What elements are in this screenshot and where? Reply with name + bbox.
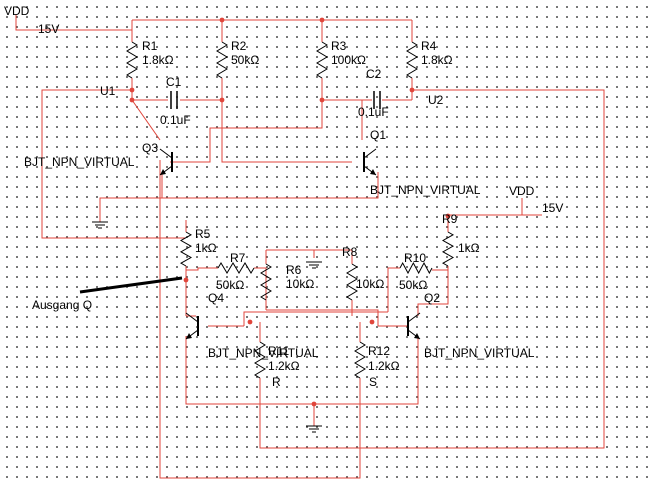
r1-value: 1.8kΩ	[142, 53, 174, 67]
resistor-r9	[441, 231, 455, 267]
r2-value: 50kΩ	[231, 53, 259, 67]
junction-dot	[247, 319, 253, 325]
r6-value: 10kΩ	[286, 277, 314, 291]
junction-dot	[129, 97, 135, 103]
q4-model: BJT_NPN_VIRTUAL	[208, 346, 319, 360]
r8-value: 10kΩ	[356, 277, 384, 291]
resistor-r10	[399, 261, 433, 275]
r6-ref: R6	[286, 263, 302, 277]
wire	[186, 267, 218, 271]
junction-dot	[183, 277, 189, 283]
transistor-q2	[407, 312, 421, 323]
wire	[99, 197, 162, 222]
r11-value: 1.2kΩ	[268, 359, 300, 373]
q1-model: BJT_NPN_VIRTUAL	[370, 183, 481, 197]
junction-dot	[219, 97, 225, 103]
r9-ref: R9	[442, 212, 458, 226]
junction-dot	[409, 87, 415, 93]
resistor-r6	[260, 263, 272, 301]
r3-value: 100kΩ	[331, 53, 366, 67]
junction-dot	[369, 319, 375, 325]
vdd-right-voltage: 15V	[542, 201, 563, 215]
wires	[15, 15, 605, 479]
wire	[432, 266, 449, 271]
q2-model: BJT_NPN_VIRTUAL	[424, 346, 535, 360]
transistor-q4	[186, 333, 192, 339]
junction-dot	[445, 213, 451, 219]
r12-value: 1.2kΩ	[368, 359, 400, 373]
q2-ref: Q2	[424, 291, 440, 305]
q1-ref: Q1	[370, 128, 386, 142]
r7-ref: R7	[230, 251, 246, 265]
r11-ref: R11	[268, 344, 289, 358]
transistor-q2	[414, 333, 420, 339]
transistor-q1	[370, 169, 376, 175]
wire	[170, 78, 323, 163]
vdd-top-wire	[15, 15, 38, 31]
transistor-q1	[363, 148, 377, 159]
resistor-r1	[126, 41, 138, 79]
output-q-label: Ausgang Q	[32, 298, 92, 312]
c1-ref: C1	[166, 75, 182, 89]
net-label-u2: U2	[428, 93, 444, 107]
r4-value: 1.8kΩ	[421, 53, 453, 67]
input-s-label: S	[369, 375, 377, 389]
components	[79, 41, 455, 433]
u1-feedback	[41, 89, 186, 239]
r4-ref: R4	[421, 39, 437, 53]
r8-ref: R8	[342, 245, 358, 259]
wire	[521, 198, 542, 216]
wire	[266, 249, 315, 258]
net-label-u1: U1	[100, 84, 116, 98]
q3-ref: Q3	[142, 141, 158, 155]
transistor-q3	[160, 169, 166, 175]
wire	[159, 160, 361, 479]
resistor-r4	[406, 41, 418, 79]
wire	[254, 267, 267, 310]
resistor-r12	[354, 341, 366, 379]
wire	[387, 267, 400, 312]
junction-dot	[319, 17, 325, 23]
wire	[161, 172, 379, 199]
vdd-top-voltage: 15V	[38, 22, 59, 36]
r2-ref: R2	[231, 39, 247, 53]
resistor-r11	[254, 341, 266, 379]
r5-ref: R5	[195, 227, 211, 241]
junction-dot	[219, 17, 225, 23]
c2-ref: C2	[366, 67, 382, 81]
r10-value: 50kΩ	[399, 278, 427, 292]
vdd-right-label: VDD	[509, 184, 535, 198]
wire	[185, 336, 419, 405]
wire	[417, 270, 449, 316]
wire	[266, 309, 379, 326]
r12-ref: R12	[368, 344, 390, 358]
output-q-pointer	[79, 276, 183, 294]
c1-value: 0.1uF	[160, 113, 191, 127]
resistor-r5	[179, 231, 193, 267]
r7-value: 50kΩ	[216, 278, 244, 292]
vdd-top-label: VDD	[4, 4, 30, 18]
wire	[243, 311, 388, 326]
wire	[131, 99, 161, 141]
r1-ref: R1	[142, 39, 158, 53]
q3-model: BJT_NPN_VIRTUAL	[24, 155, 135, 169]
resistor-r2	[216, 41, 228, 79]
resistor-r7	[217, 262, 255, 274]
r3-ref: R3	[331, 39, 347, 53]
transistor-q3	[159, 148, 173, 159]
input-r-label: R	[272, 375, 281, 389]
junction-dot	[129, 87, 135, 93]
c2-value: 0.1uF	[358, 105, 389, 119]
resistor-r8	[346, 263, 358, 301]
q4-ref: Q4	[208, 291, 224, 305]
r5-value: 1kΩ	[195, 241, 217, 255]
junction-dot	[319, 97, 325, 103]
wire	[221, 78, 352, 163]
r9-value: 1kΩ	[458, 241, 480, 255]
resistor-r3	[316, 41, 328, 79]
r10-ref: R10	[404, 251, 426, 265]
transistor-q4	[185, 312, 199, 323]
